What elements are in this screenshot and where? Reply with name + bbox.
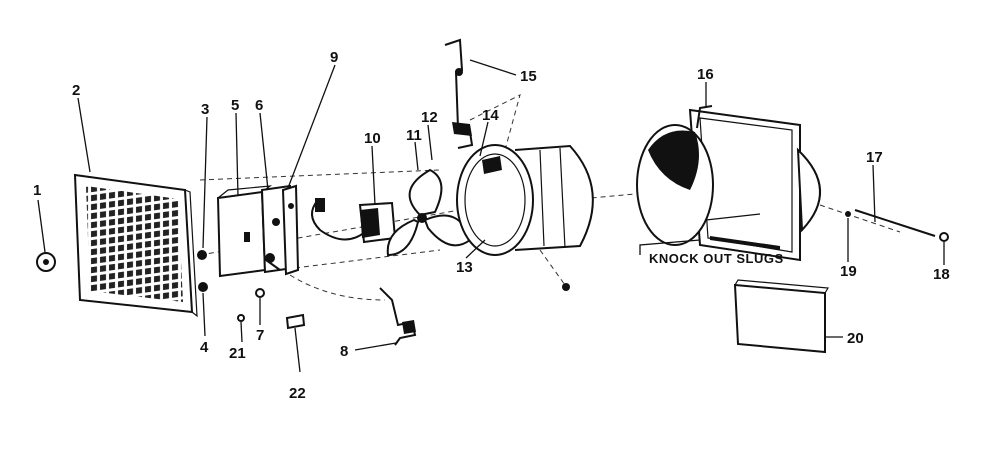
callout-22: 22 [289, 385, 306, 402]
part-14-blower-housing [456, 144, 594, 256]
callout-3: 3 [201, 101, 209, 118]
part-10-motor [311, 198, 397, 244]
callout-21: 21 [229, 345, 246, 362]
callout-4: 4 [200, 339, 209, 356]
callout-19: 19 [840, 263, 857, 280]
part-15-mount-bracket [444, 38, 474, 149]
callout-14: 14 [482, 107, 499, 124]
callout-16: 16 [697, 66, 714, 83]
part-22-pin [285, 313, 306, 330]
part-21-screw [237, 314, 245, 322]
part-9-bracket [281, 184, 300, 276]
part-3-bushing [197, 250, 207, 260]
part-2-grille [73, 173, 198, 318]
callout-9: 9 [330, 49, 338, 66]
callout-12: 12 [421, 109, 438, 126]
callout-7: 7 [256, 327, 264, 344]
part-19-washer [845, 211, 851, 217]
callout-15: 15 [520, 68, 537, 85]
callout-10: 10 [364, 130, 381, 147]
leader-lines [37, 59, 945, 373]
knock-out-slugs-label: KNOCK OUT SLUGS [649, 251, 784, 266]
part-13-screw [562, 283, 570, 291]
part-18-nut [939, 232, 949, 242]
callout-8: 8 [340, 343, 348, 360]
part-17-rod [854, 209, 936, 237]
part-20-panel [733, 279, 830, 354]
callout-6: 6 [255, 97, 263, 114]
callout-2: 2 [72, 82, 80, 99]
callout-18: 18 [933, 266, 950, 283]
callout-20: 20 [847, 330, 864, 347]
part-8-bracket [379, 287, 417, 346]
callout-11: 11 [406, 127, 422, 144]
part-16-outer-housing [636, 105, 822, 262]
part-5-switch-box [216, 185, 273, 278]
part-4-bushing [198, 282, 208, 292]
part-7-screw [255, 288, 265, 298]
callout-5: 5 [231, 97, 239, 114]
callout-1: 1 [33, 182, 41, 199]
callout-13: 13 [456, 259, 473, 276]
part-1-knob [36, 252, 56, 272]
callout-17: 17 [866, 149, 883, 166]
callout-labels: 1 2 3 4 5 6 7 8 9 10 11 12 13 14 15 16 1… [33, 49, 950, 402]
